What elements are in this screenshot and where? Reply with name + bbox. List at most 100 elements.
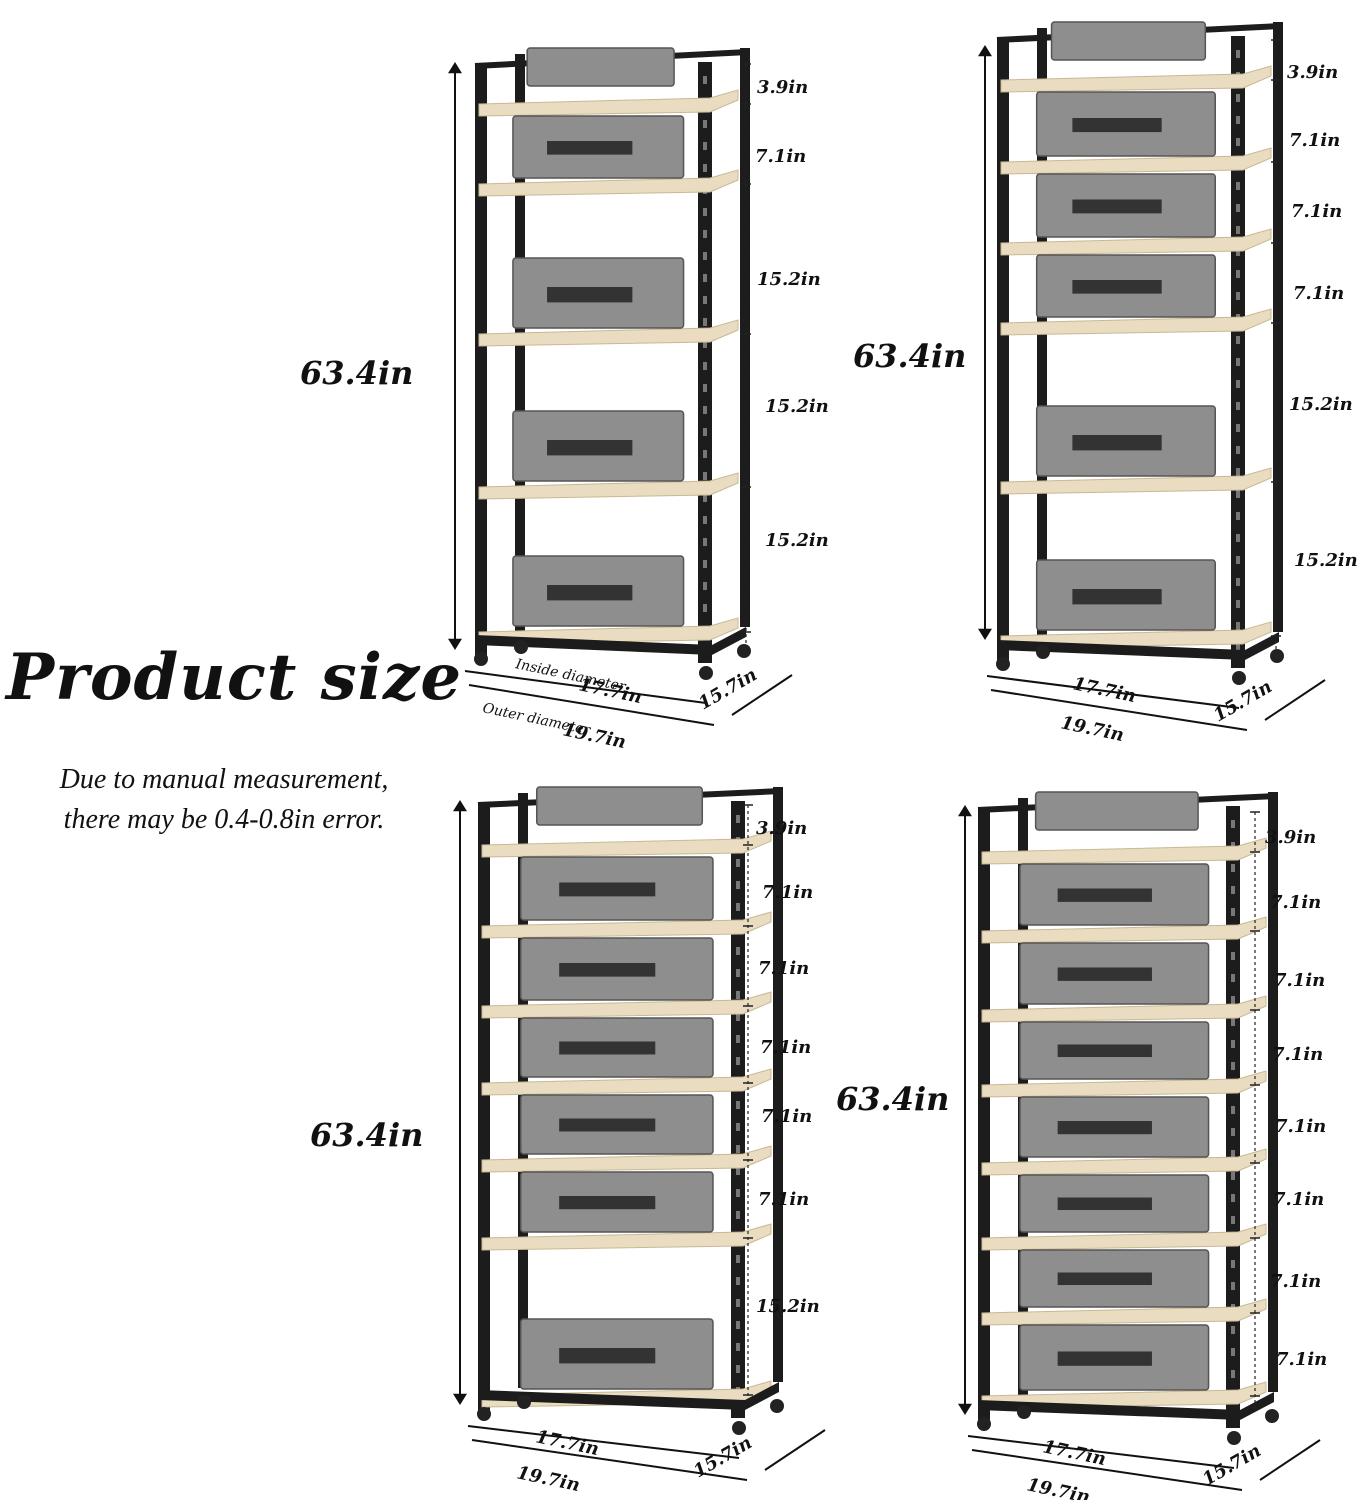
width-arrow-line [468,684,715,726]
rack-2-gap-1: 3.9in [1287,62,1338,83]
shelf-board [981,1070,1267,1098]
device-display [547,585,633,601]
shelf-board [481,830,772,858]
rack-1-gap-1: 3.9in [757,77,808,98]
caster-wheel [1036,645,1050,659]
device-display [547,141,633,155]
rack-4-gap-5: 7.1in [1275,1116,1326,1137]
shelf-board [481,991,772,1019]
rack-4-outer-width: 19.7in [1025,1474,1092,1500]
inside-width-arrow-line [464,670,707,704]
caster-wheel [474,652,488,666]
back-post [1268,792,1278,1392]
device-display [1072,280,1162,294]
audio-device [526,47,675,87]
caster-wheel [1265,1409,1279,1423]
rack-2-gap-6: 15.2in [1294,550,1358,571]
audio-device [1034,791,1199,831]
shelf-board [478,319,739,347]
rack-3-gap-7: 15.2in [756,1296,820,1317]
shelf-board [481,911,772,939]
rack-1-gap-3: 15.2in [757,269,821,290]
caster-wheel [514,640,528,654]
rack-4-gap-3: 7.1in [1274,970,1325,991]
depth-arrow-line [1264,679,1326,721]
rack-2-height-label: 63.4in [853,337,966,375]
device-display [1057,967,1152,981]
rack-4-gap-8: 7.1in [1276,1349,1327,1370]
base-frame [997,632,1279,660]
shelf-board [981,837,1267,865]
device-display [559,1348,656,1364]
rack-4-gap-4: 7.1in [1272,1044,1323,1065]
inside-width-arrow-line [967,1435,1235,1469]
inside-width-arrow-line [467,1425,740,1459]
shelf-board [981,995,1267,1023]
depth-arrow-line [731,674,793,716]
rack-2-gap-2: 7.1in [1289,130,1340,151]
rack-3-height-label: 63.4in [310,1116,423,1154]
shelf-board [481,1068,772,1096]
rack-4-gap-1: 3.9in [1265,827,1316,848]
caster-wheel [732,1421,746,1435]
device-display [1057,1044,1152,1058]
audio-device [535,786,704,826]
caster-wheel [737,644,751,658]
shelf-board [1000,467,1272,495]
front-post [1226,806,1240,1428]
note-line-1: Due to manual measurement, [59,764,389,795]
rack-4-gap-7: 7.1in [1270,1271,1321,1292]
caster-wheel [770,1399,784,1413]
base-frame [475,627,746,655]
rack-4-gap-2: 7.1in [1270,892,1321,913]
shelf-board [1000,308,1272,336]
rack-2-gap-5: 15.2in [1289,394,1353,415]
rack-3-gap-3: 7.1in [758,958,809,979]
rack-3-gap-6: 7.1in [758,1189,809,1210]
device-display [1057,1272,1152,1286]
width-arrow-line [471,1439,748,1481]
shelf-board [481,1223,772,1251]
device-display [1072,589,1162,605]
measurement-note: Due to manual measurement, there may be … [4,760,444,840]
rack-2-gap-4: 7.1in [1293,283,1344,304]
base-frame [478,1382,779,1410]
depth-arrow-line [1259,1439,1321,1481]
back-post [1273,22,1283,632]
audio-device [1050,21,1207,61]
width-arrow-line [990,689,1248,731]
shelf-board [981,1298,1267,1326]
rack-1-height-label: 63.4in [300,354,413,392]
front-post [478,805,490,1410]
device-display [1072,118,1162,133]
front-post [978,810,990,1420]
shelf-board [478,169,739,197]
caster-wheel [699,666,713,680]
front-post [1231,36,1245,668]
caster-wheel [1227,1431,1241,1445]
rack-1-gap-2: 7.1in [755,146,806,167]
rack-2-gap-3: 7.1in [1291,201,1342,222]
rack-1-gap-5: 15.2in [765,530,829,551]
device-display [559,1041,656,1055]
device-display [559,963,656,977]
caster-wheel [1017,1405,1031,1419]
rack-3-gap-2: 7.1in [762,882,813,903]
shelf-board [981,1223,1267,1251]
caster-wheel [517,1395,531,1409]
caster-wheel [477,1407,491,1421]
shelf-board [981,1148,1267,1176]
caster-wheel [1270,649,1284,663]
device-display [559,1196,656,1210]
front-post [997,40,1009,660]
rack-3-gap-1: 3.9in [756,818,807,839]
shelf-board [1000,147,1272,175]
front-post [475,66,487,655]
caster-wheel [1232,671,1246,685]
device-display [1057,888,1152,902]
shelf-board [1000,228,1272,256]
